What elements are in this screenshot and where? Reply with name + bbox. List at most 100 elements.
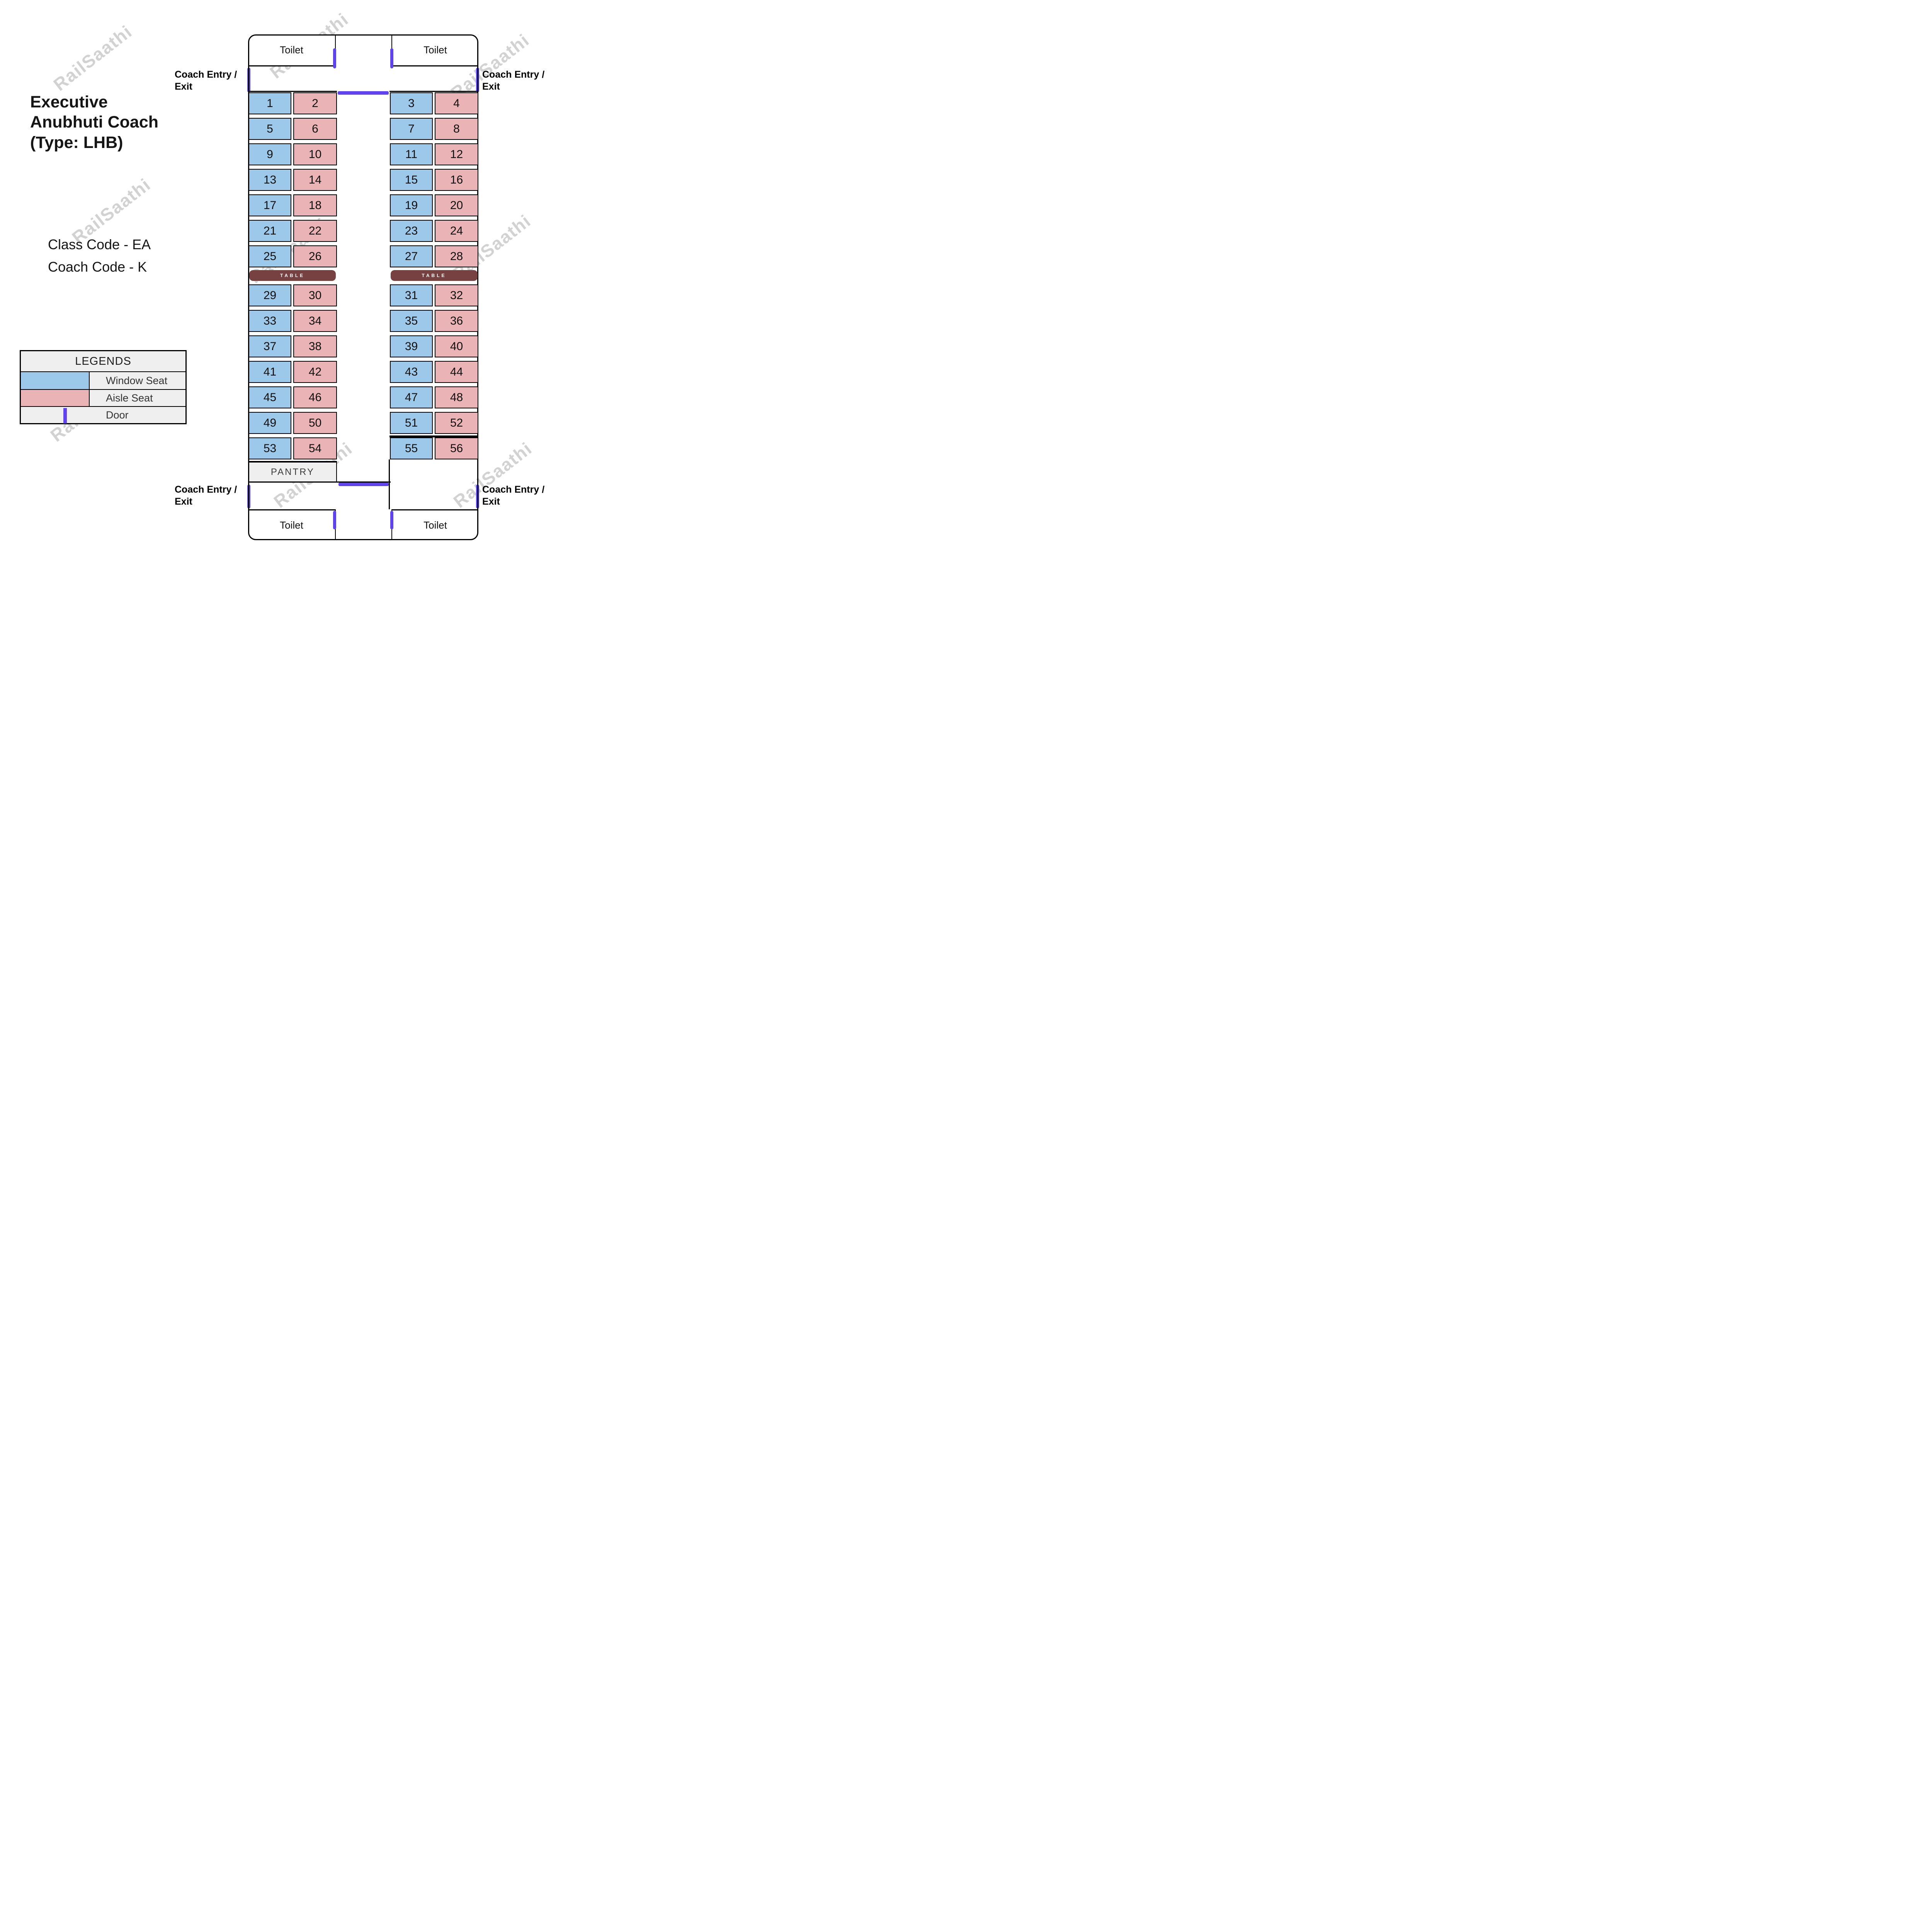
- entry-exit-line2: Exit: [175, 496, 192, 507]
- seat-35: 35: [390, 310, 433, 332]
- coach-code-label: Coach Code - K: [48, 259, 147, 275]
- page-title: Executive Anubhuti Coach (Type: LHB): [30, 92, 158, 153]
- entry-exit-line2: Exit: [482, 496, 500, 507]
- door-label: Door: [90, 407, 185, 423]
- watermark-text: RailSaathi: [49, 21, 136, 95]
- seat-5: 5: [248, 118, 291, 140]
- seat-20: 20: [435, 194, 478, 216]
- seat-34: 34: [293, 310, 337, 332]
- seat-7: 7: [390, 118, 433, 140]
- seat-15: 15: [390, 169, 433, 191]
- seat-16: 16: [435, 169, 478, 191]
- wall-above-seats-55-56: [389, 435, 478, 437]
- wall-top-left-partition: [248, 91, 337, 92]
- entry-exit-line1: Coach Entry /: [482, 69, 545, 80]
- seat-45: 45: [248, 386, 291, 408]
- seat-2: 2: [293, 92, 337, 114]
- door-marker-bottom-center: [338, 483, 389, 486]
- seat-21: 21: [248, 220, 291, 242]
- aisle-seat-swatch: [21, 390, 90, 406]
- coach-entry-exit-label-bottom-right: Coach Entry / Exit: [482, 484, 556, 508]
- seat-38: 38: [293, 335, 337, 357]
- pantry: PANTRY: [248, 461, 337, 483]
- seat-51: 51: [390, 412, 433, 434]
- seat-37: 37: [248, 335, 291, 357]
- seat-11: 11: [390, 143, 433, 165]
- seat-8: 8: [435, 118, 478, 140]
- seat-40: 40: [435, 335, 478, 357]
- door-marker-entry-top-left: [247, 68, 250, 92]
- table: TABLE: [391, 270, 478, 281]
- seat-42: 42: [293, 361, 337, 383]
- legend-row-door: Door: [21, 407, 185, 423]
- seat-41: 41: [248, 361, 291, 383]
- seat-14: 14: [293, 169, 337, 191]
- seat-18: 18: [293, 194, 337, 216]
- seat-23: 23: [390, 220, 433, 242]
- aisle-seat-label: Aisle Seat: [90, 390, 185, 406]
- seat-17: 17: [248, 194, 291, 216]
- entry-exit-line2: Exit: [175, 81, 192, 92]
- door-marker-toilet-bottom-left: [333, 511, 336, 529]
- table: TABLE: [249, 270, 336, 281]
- toilet-bottom-left: Toilet: [248, 509, 336, 540]
- door-marker-top-center: [338, 91, 389, 95]
- door-marker-toilet-top-right: [390, 48, 393, 68]
- seat-6: 6: [293, 118, 337, 140]
- wall-top-right-partition: [389, 91, 478, 92]
- door-marker-entry-bottom-right: [476, 485, 479, 509]
- entry-exit-line1: Coach Entry /: [482, 484, 545, 495]
- entry-exit-line1: Coach Entry /: [175, 484, 237, 495]
- page-title-line-3: (Type: LHB): [30, 133, 123, 152]
- seat-54: 54: [293, 437, 337, 459]
- coach-entry-exit-label-top-right: Coach Entry / Exit: [482, 69, 556, 93]
- door-marker-entry-top-right: [476, 68, 479, 92]
- seat-52: 52: [435, 412, 478, 434]
- seat-12: 12: [435, 143, 478, 165]
- door-marker-toilet-top-left: [333, 48, 336, 68]
- seat-10: 10: [293, 143, 337, 165]
- seat-49: 49: [248, 412, 291, 434]
- wall-bottom-right-vertical: [389, 459, 390, 509]
- seat-33: 33: [248, 310, 291, 332]
- seat-28: 28: [435, 245, 478, 267]
- legend-row-window-seat: Window Seat: [21, 372, 185, 390]
- door-swatch-cell: [21, 407, 90, 423]
- seat-56: 56: [435, 437, 478, 459]
- seat-36: 36: [435, 310, 478, 332]
- seat-44: 44: [435, 361, 478, 383]
- toilet-top-right: Toilet: [391, 34, 478, 66]
- coach-entry-exit-label-top-left: Coach Entry / Exit: [175, 69, 248, 93]
- legend-row-aisle-seat: Aisle Seat: [21, 390, 185, 407]
- seat-55: 55: [390, 437, 433, 459]
- seat-39: 39: [390, 335, 433, 357]
- seat-53: 53: [248, 437, 291, 459]
- class-code-label: Class Code - EA: [48, 236, 151, 252]
- seat-19: 19: [390, 194, 433, 216]
- seat-9: 9: [248, 143, 291, 165]
- seat-3: 3: [390, 92, 433, 114]
- seat-30: 30: [293, 284, 337, 306]
- coach-entry-exit-label-bottom-left: Coach Entry / Exit: [175, 484, 248, 508]
- seat-26: 26: [293, 245, 337, 267]
- seat-46: 46: [293, 386, 337, 408]
- seat-4: 4: [435, 92, 478, 114]
- seat-31: 31: [390, 284, 433, 306]
- seat-50: 50: [293, 412, 337, 434]
- seat-43: 43: [390, 361, 433, 383]
- seat-32: 32: [435, 284, 478, 306]
- seat-29: 29: [248, 284, 291, 306]
- entry-exit-line1: Coach Entry /: [175, 69, 237, 80]
- seat-24: 24: [435, 220, 478, 242]
- seat-1: 1: [248, 92, 291, 114]
- toilet-bottom-right: Toilet: [391, 509, 478, 540]
- door-marker-toilet-bottom-right: [390, 511, 393, 529]
- seat-25: 25: [248, 245, 291, 267]
- door-swatch-icon: [63, 408, 67, 423]
- entry-exit-line2: Exit: [482, 81, 500, 92]
- page-title-line-2: Anubhuti Coach: [30, 113, 159, 132]
- seat-22: 22: [293, 220, 337, 242]
- page-title-line-1: Executive: [30, 93, 108, 111]
